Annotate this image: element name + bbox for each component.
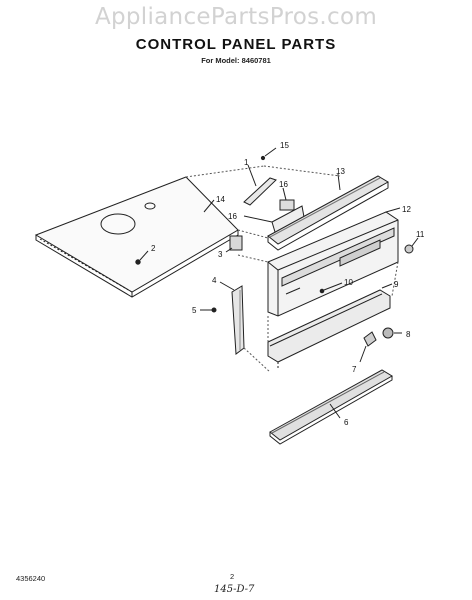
handwritten-code: 145-D-7 (214, 584, 255, 595)
part-2-screw (135, 250, 149, 265)
callout-12: 12 (402, 205, 411, 214)
part-10-screw (319, 282, 343, 294)
part-12-control-panel (267, 207, 401, 317)
callout-16a: 16 (279, 180, 288, 189)
leader-14 (203, 199, 215, 213)
part-6-kick-strip (269, 369, 393, 445)
callout-9: 9 (394, 280, 399, 289)
watermark-text: AppliancePartsPros.com (94, 4, 378, 30)
model-subtitle: For Model: 8460781 (201, 56, 271, 65)
part-7-knob (359, 331, 377, 363)
callout-13: 13 (336, 167, 345, 176)
callout-8: 8 (406, 330, 411, 339)
callout-7: 7 (352, 365, 357, 374)
callout-11: 11 (416, 230, 425, 239)
part-13-trim-bar (267, 173, 389, 251)
part-11-clip (404, 237, 419, 254)
callout-labels: 1 2 3 4 5 6 7 8 9 10 11 12 13 14 15 16 1… (151, 141, 425, 427)
callout-4: 4 (212, 276, 217, 285)
page-number: 2 (230, 572, 235, 581)
callout-15: 15 (280, 141, 289, 150)
part-9-trim-channel (267, 283, 393, 368)
part-3-clip (225, 235, 243, 253)
callout-6: 6 (344, 418, 349, 427)
callout-5: 5 (192, 306, 197, 315)
callout-16b: 16 (228, 212, 237, 221)
assembly-guide-lines (185, 165, 399, 373)
part-1-bracket (243, 164, 277, 206)
part-5-screw (200, 307, 217, 313)
callout-1: 1 (244, 158, 249, 167)
callout-3: 3 (218, 250, 223, 259)
part-8-cap (382, 327, 402, 339)
callout-2: 2 (151, 244, 156, 253)
part-14-top-panel (34, 176, 239, 298)
part-15-screw (260, 147, 277, 161)
document-number: 4356240 (16, 574, 46, 583)
diagram-title: CONTROL PANEL PARTS (135, 36, 337, 53)
part-4-end-cap (219, 281, 245, 355)
callout-10: 10 (344, 278, 353, 287)
callout-14: 14 (216, 195, 225, 204)
